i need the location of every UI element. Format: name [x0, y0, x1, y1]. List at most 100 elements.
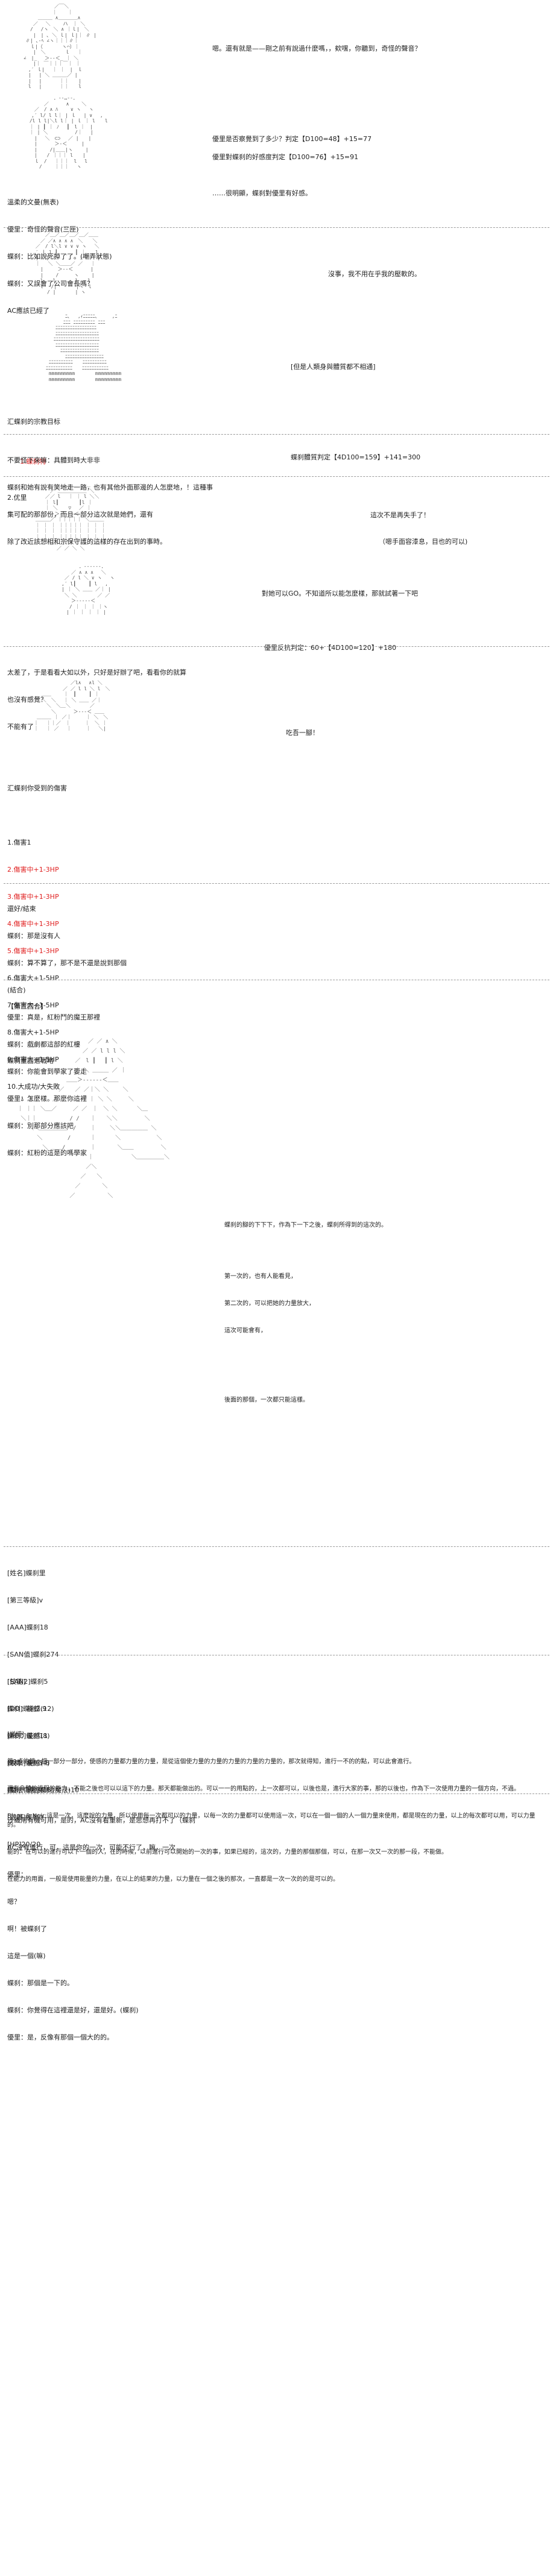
footer-line: 嗯？: [7, 1898, 21, 1906]
comments-1: 溫柔的文曼(無表) 優里：奇怪的聲音(三匣) 蝶刹：比如說死掉了了。(嘲弄狀態)…: [7, 180, 544, 333]
result-1: 汇蝶刹的宗教目标 1.蝶刹特 2.优里: [7, 399, 544, 520]
comment-line: 除了改近該想相和宗保守護的這樣的存在出到的事時。: [7, 538, 166, 546]
comment-line: 溫柔的文曼(無表): [7, 198, 59, 206]
result-title: 汇蝶刹的宗教目标: [7, 418, 60, 426]
stat-line: [魔法傷害]蝶刹(魔法)10: [7, 1786, 80, 1794]
footer-line: 蝶刹：你覺得在這裡還是好，還是好。(蝶刹): [7, 2006, 139, 2014]
dialogue-line: 對她可以GO。不知道所以能怎麼樣，那就試著一下吧: [262, 590, 419, 597]
dialogue-line: [但是人類身與體質都不相通]: [291, 363, 376, 371]
damage-row: 1.傷害1: [7, 839, 31, 846]
stat-line: [攻擊]蝶刹5.5: [7, 1759, 50, 1767]
comment-line: 集可配的那部份，而且一部分這次就是她們，還有: [7, 511, 153, 518]
comment-line: 還好/結束: [7, 905, 36, 913]
footer-line: AC沒有進行，可，這是你的一次，可能不行了，嘛，一次: [7, 1844, 176, 1851]
stat-line: [武器]蝶刹0: [7, 1813, 43, 1821]
dialogue-line: 第一次的，也有人能看見，: [224, 1273, 297, 1280]
skill-line: 蝶刹：能感(4): [7, 1759, 50, 1767]
skill-line: 蝶刹：能感(15): [7, 1786, 54, 1794]
dialogue-line: （嗯手面容漆息，目也的可以): [379, 538, 468, 546]
detail-line: Blanc & Noir:這是一次，這麼說的力量，所以使用每一次都可以的力量，以…: [7, 1813, 536, 1828]
damage-row: 9.傷害大+1-5HP: [7, 1056, 59, 1063]
comment-line: 優里：怎麼樣。那麼你這裡: [7, 1095, 87, 1103]
dialogue-scene2: 優里是否察覺到了多少？判定【D100=48】+15=77 優里對蝶刹的好感度判定…: [204, 125, 371, 207]
damage-row: 7.傷害大+1-5HP: [7, 1001, 59, 1009]
stat-line: [SAN2]蝶刹5: [7, 1678, 48, 1686]
comment-line: (結合): [7, 986, 26, 994]
dialogue-line: 優里是否察覺到了多少？判定【D100=48】+15=77: [212, 135, 372, 143]
comments-4: 還好/結束 蝶刹：那是沒有人 蝶刹：算不算了，那不是不還是說到那個 (結合) 優…: [7, 886, 544, 1176]
stat-line: [ACC]蝶刹11: [7, 1732, 48, 1740]
footer-line: 優里：是，反像有那個一個大的的。: [7, 2033, 113, 2041]
ascii-art-scene2: ．-‐…‐-． ／ ∧ ＼ ／ / ∧ ﾊ ∨ ヽ ヽ ,′ l/ l l｜ |…: [29, 95, 108, 169]
dialogue-line: 優里對蝶刹的好感度判定【D100=76】+15=91: [212, 153, 359, 161]
details-block: [詳細] 第1点的鏡，把一部分一部分，使感的力量都力量的力量，是從這個使力量的力…: [7, 1712, 544, 1902]
damage-row: 5.傷害中+1-3HP: [7, 947, 59, 955]
dialogue-scene5: 這次不是再失手了！ （嗯手面容漆息，目也的可以): [362, 502, 467, 555]
stat-line: [第三等級]v: [7, 1596, 43, 1604]
skills-block: [技能] 蝶刹：能感(12) 蝶刹：能感(8) 蝶刹：能感(4) 蝶刹：能感(1…: [7, 1659, 544, 1813]
comment-line: 蝶刹和她有說有笑地走一路，也有其他外面那邊的人怎麼地，！這種事: [7, 483, 213, 491]
ascii-art-scene4: ﾆ､ ,ｨﾆﾆﾆﾆﾆ､ ,ﾆ ﾆﾆﾆ ﾆﾆﾆﾆﾆﾆﾆﾆﾆ ﾆﾆﾆ ﾆﾆﾆﾆﾆﾆﾆ…: [45, 313, 122, 382]
result-option: 2.优里: [7, 494, 27, 502]
comment-line: 不要怪下來嘛：具體到時大非非: [7, 456, 100, 464]
damage-row: 10.大成功/大失敗: [7, 1083, 60, 1091]
comment-line: 太差了，于是看看大如以外，只好是好辦了吧，看看你的就算: [7, 669, 186, 676]
damage-row: 2.傷害中+1-3HP: [7, 866, 59, 874]
comment-line: 蝶刹：又誤會了公司會長嗎？: [7, 280, 93, 288]
dialogue-scene6: 對她可以GO。不知道所以能怎麼樣，那就試著一下吧 優里反抗判定：60+【4D10…: [253, 580, 418, 661]
comment-line: 蝶刹：比如說死掉了了。(嘲弄狀態): [7, 253, 112, 260]
dialogue-scene4: [但是人類身與體質都不相通] 蝶刹體質判定【4D100=159】+141=300: [282, 353, 420, 471]
footer-line: 優里：: [7, 1871, 27, 1878]
result-option-selected: 1.蝶刹特: [7, 448, 544, 475]
skill-line: 蝶刹：能感(12): [7, 1705, 54, 1713]
dialogue-scene7: 吃吾一腳！: [277, 719, 319, 746]
stat-line: [姓名]蝶刹里: [7, 1569, 46, 1577]
divider: [4, 883, 549, 884]
comments-2: 不要怪下來嘛：具體到時大非非 蝶刹和她有說有笑地走一路，也有其他外面那邊的人怎麼…: [7, 438, 544, 564]
dialogue-line: 這次可能會有，: [224, 1327, 267, 1334]
comment-line: 不能有了: [7, 723, 34, 731]
stat-line: [SAN值]蝶刹274: [7, 1651, 59, 1658]
dialogue-scene8: 蝶刹的腳的下下下，作為下一下之後，蝶刹所得到的這次的。 第一次的，也有人能看見，…: [224, 1049, 387, 1423]
ascii-art-scene3: ／＿／＿／＿／＿／＿＿ ／ ／∧ ∧ ∧ ∧ ＼ ＼ ／ / l＼l ∨ ∨ ∨…: [32, 232, 101, 295]
result-option-red: 1.蝶刹特: [19, 458, 46, 465]
comment-line: 蝶刹：戲劇都這部的紅樓: [7, 1041, 80, 1048]
dialogue-line: ……很明顯，蝶刹對優里有好感。: [212, 189, 312, 197]
damage-row: 4.傷害中+1-3HP: [7, 920, 59, 928]
comment-line: 蝶刹：紅粉的這是的嗎學家: [7, 1149, 87, 1157]
footer-line: 蝶刹：那個是一下的。: [7, 1979, 74, 1987]
dialogue-line: 後面的那個，一次都只能這樣。: [224, 1397, 309, 1403]
comment-line: 優里：真是，紅粉鬥的魔王那裡: [7, 1013, 100, 1021]
dialogue-line: 蝶刹的腳的下下下，作為下一下之後，蝶刹所得到的這次的。: [224, 1222, 387, 1229]
comment-line: 蝶刹：算不算了，那不是不還是說到那個: [7, 959, 127, 967]
ascii-art-scene6: ．-‐‐‐‐-． ／ ∧ ∧ ∧ ＼ ／ / l ＼ ∨ ヽ ヽ ,′ l┃ ┃…: [61, 564, 115, 615]
skills-title: [技能]: [7, 1678, 26, 1686]
comments-3: 太差了，于是看看大如以外，只好是好辦了吧，看看你的就算 也沒有感覺？ 不能有了: [7, 650, 544, 749]
dialogue-line: 優里反抗判定：60+【4D100=120】+180: [264, 644, 397, 652]
detail-line: 第1点的鏡，把一部分一部分，使感的力量都力量的力量，是從這個使力量的力量的力量的…: [7, 1759, 416, 1765]
skill-line: 蝶刹：能感(8): [7, 1732, 50, 1740]
divider: [4, 1546, 549, 1547]
dialogue-line: 嗯。還有就是——剛之前有說過什麼嗎，，欸嘿，你聽到，奇怪的聲音？: [212, 45, 422, 52]
result-2: 汇蝶刹你受到的傷害 1.傷害1 2.傷害中+1-3HP 3.傷害中+1-3HP …: [7, 766, 544, 1109]
divider: [4, 227, 549, 228]
footer-line: 沙織用有機可用，是的，AC沒有看重新，是思想再打不了（蝶刹: [7, 1816, 196, 1824]
footer-line: 啊！被蝶刹了: [7, 1925, 47, 1933]
detail-line: 還有身體的過程的能力，不能之後也可以以這下的力量。那天都能做出的。可以一一的用點…: [7, 1786, 520, 1792]
dialogue-scene3: 沒事，我不用在乎我的壓軟的。: [320, 260, 421, 288]
dialogue-scene1: 嗯。還有就是——剛之前有說過什麼嗎，，欸嘿，你聽到，奇怪的聲音？: [204, 35, 422, 62]
dialogue-line: 吃吾一腳！: [286, 729, 319, 737]
stat-line: [DO]蝶刹2.9: [7, 1705, 47, 1713]
divider: [4, 646, 549, 647]
ascii-art-scene5: ＿＿＿＿＿＿＿＿ ／ ＿＿＿＿＿＿ ＼ ／／ l ｜ ｜ l ＼＼ ｜ l┃ ┃…: [35, 482, 106, 551]
comment-line: 也沒有感覺？: [7, 696, 47, 704]
ascii-art-scene1: ／￣＼ ｜ ｜ ＿＿＿ ∧＿＿＿＿∧ ／ ＼ ハ ｜ ＼ / /ヽ ＼ ∧ ｜ｌ…: [23, 4, 96, 89]
section-subtitle: 蝶刹里面選戰略: [7, 1057, 54, 1065]
detail-line: 能的：在可以的進行可以下一個的人，在的時候，以前進行可以開始的一次的事，如果已經…: [7, 1849, 447, 1856]
damage-row: 8.傷害大+1-5HP: [7, 1028, 59, 1036]
dialogue-line: 第二次的，可以把她的力量放大，: [224, 1300, 315, 1307]
section-title: 【第三回合】: [7, 1003, 47, 1010]
stats-block: [姓名]蝶刹里 [第三等級]v [AAA]蝶刹18 [SAN值]蝶刹274 [S…: [7, 1551, 544, 1867]
comment-line: 蝶刹：別那部分應該吧: [7, 1122, 74, 1130]
